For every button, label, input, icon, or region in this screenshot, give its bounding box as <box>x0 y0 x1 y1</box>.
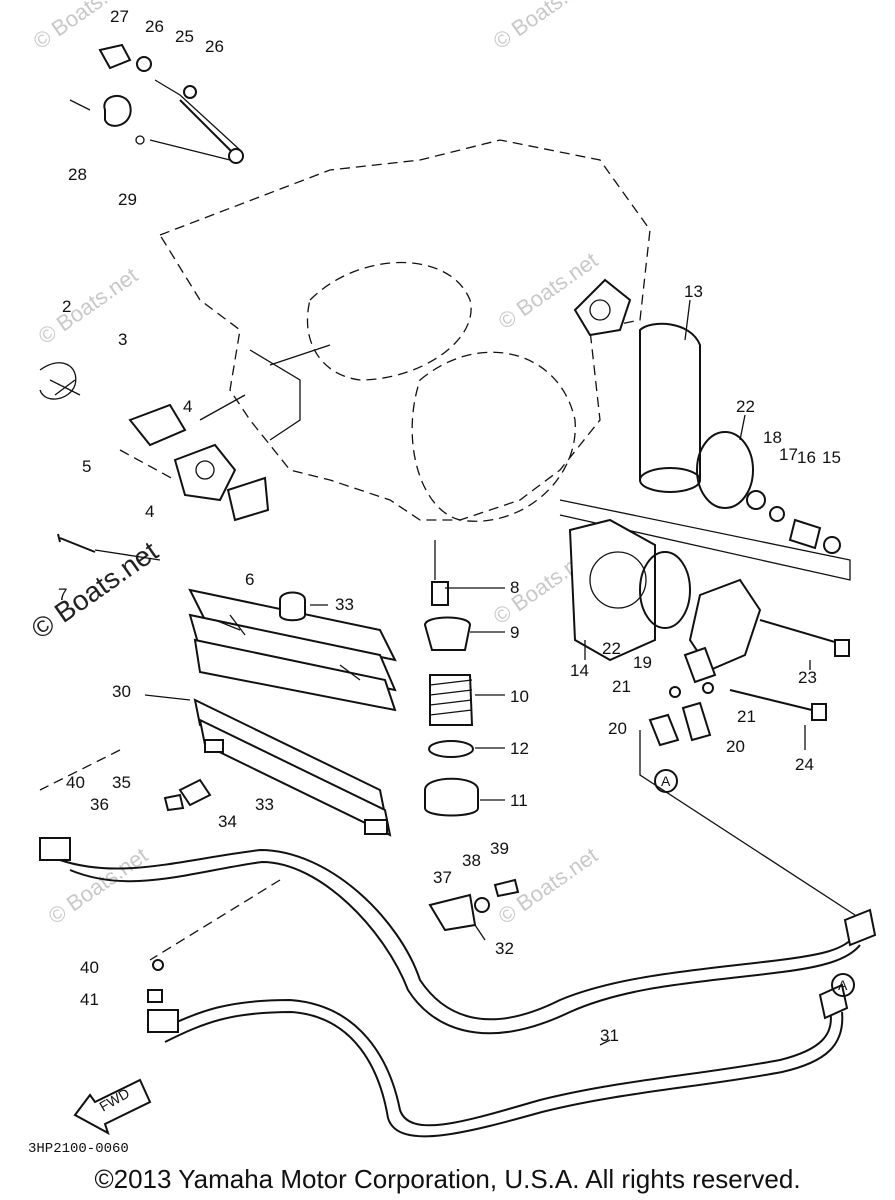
part-label: 40 <box>80 958 99 977</box>
relief-valve-stack <box>423 540 479 817</box>
part-label: 39 <box>490 839 509 858</box>
part-label: 15 <box>822 448 841 467</box>
part-label: 6 <box>245 570 254 589</box>
part-label: 8 <box>510 578 519 597</box>
part-label: 9 <box>510 623 519 642</box>
oil-cooler <box>163 588 397 837</box>
part-label: 36 <box>90 795 109 814</box>
part-label: 23 <box>798 668 817 687</box>
callout-a-label: A <box>661 773 671 789</box>
part-label: 22 <box>736 397 755 416</box>
watermark: © Boats.net <box>489 0 598 54</box>
oil-hoses <box>39 837 877 1138</box>
diagram-code: 3HP2100-0060 <box>28 1141 129 1157</box>
part-label: 11 <box>510 791 528 810</box>
part-label: 19 <box>633 653 652 672</box>
part-label: 28 <box>68 165 87 184</box>
copyright-notice: ©2013 Yamaha Motor Corporation, U.S.A. A… <box>94 1164 801 1194</box>
part-label: 3 <box>118 330 127 349</box>
leader-lines <box>39 299 811 1046</box>
part-label: 22 <box>602 639 621 658</box>
part-label: 16 <box>797 448 816 467</box>
part-label: 20 <box>608 719 627 738</box>
part-label: 26 <box>205 37 224 56</box>
part-label: 41 <box>80 990 99 1009</box>
part-label: 4 <box>183 397 192 416</box>
part-label: 33 <box>335 595 354 614</box>
part-label: 38 <box>462 851 481 870</box>
part-label: 35 <box>112 773 131 792</box>
part-label: 30 <box>112 682 131 701</box>
part-label: 12 <box>510 739 529 758</box>
part-label: 21 <box>612 677 631 696</box>
part-label: 25 <box>175 27 194 46</box>
callout-a-label: A <box>838 977 848 993</box>
part-label: 31 <box>600 1026 619 1045</box>
part-label: 13 <box>684 282 703 301</box>
oil-pump-assembly <box>39 362 270 561</box>
callout-a: A A <box>654 769 855 997</box>
part-label: 21 <box>737 707 756 726</box>
part-label: 34 <box>218 812 237 831</box>
part-label: 24 <box>795 755 814 774</box>
part-label: 4 <box>145 502 154 521</box>
part-label: 26 <box>145 17 164 36</box>
part-label: 5 <box>82 457 91 476</box>
part-label: 7 <box>58 585 67 604</box>
breather-assembly <box>69 43 244 164</box>
fwd-arrow: FWD <box>73 1078 152 1136</box>
part-label: 37 <box>433 868 452 887</box>
part-label: 27 <box>110 7 129 26</box>
part-label: 20 <box>726 737 745 756</box>
oil-filter-assembly <box>559 278 856 916</box>
part-label: 17 <box>779 445 798 464</box>
hose-bracket <box>428 878 520 941</box>
crankcase-outline <box>159 139 651 522</box>
part-label: 10 <box>510 687 529 706</box>
part-label: 33 <box>255 795 274 814</box>
part-label: 14 <box>570 661 589 680</box>
part-labels: 27 26 25 26 28 29 2 3 4 5 4 6 7 33 30 8 … <box>58 7 841 1045</box>
part-label: 2 <box>62 297 71 316</box>
part-label: 40 <box>66 773 85 792</box>
part-label: 32 <box>495 939 514 958</box>
part-label: 29 <box>118 190 137 209</box>
part-label: 18 <box>763 428 782 447</box>
